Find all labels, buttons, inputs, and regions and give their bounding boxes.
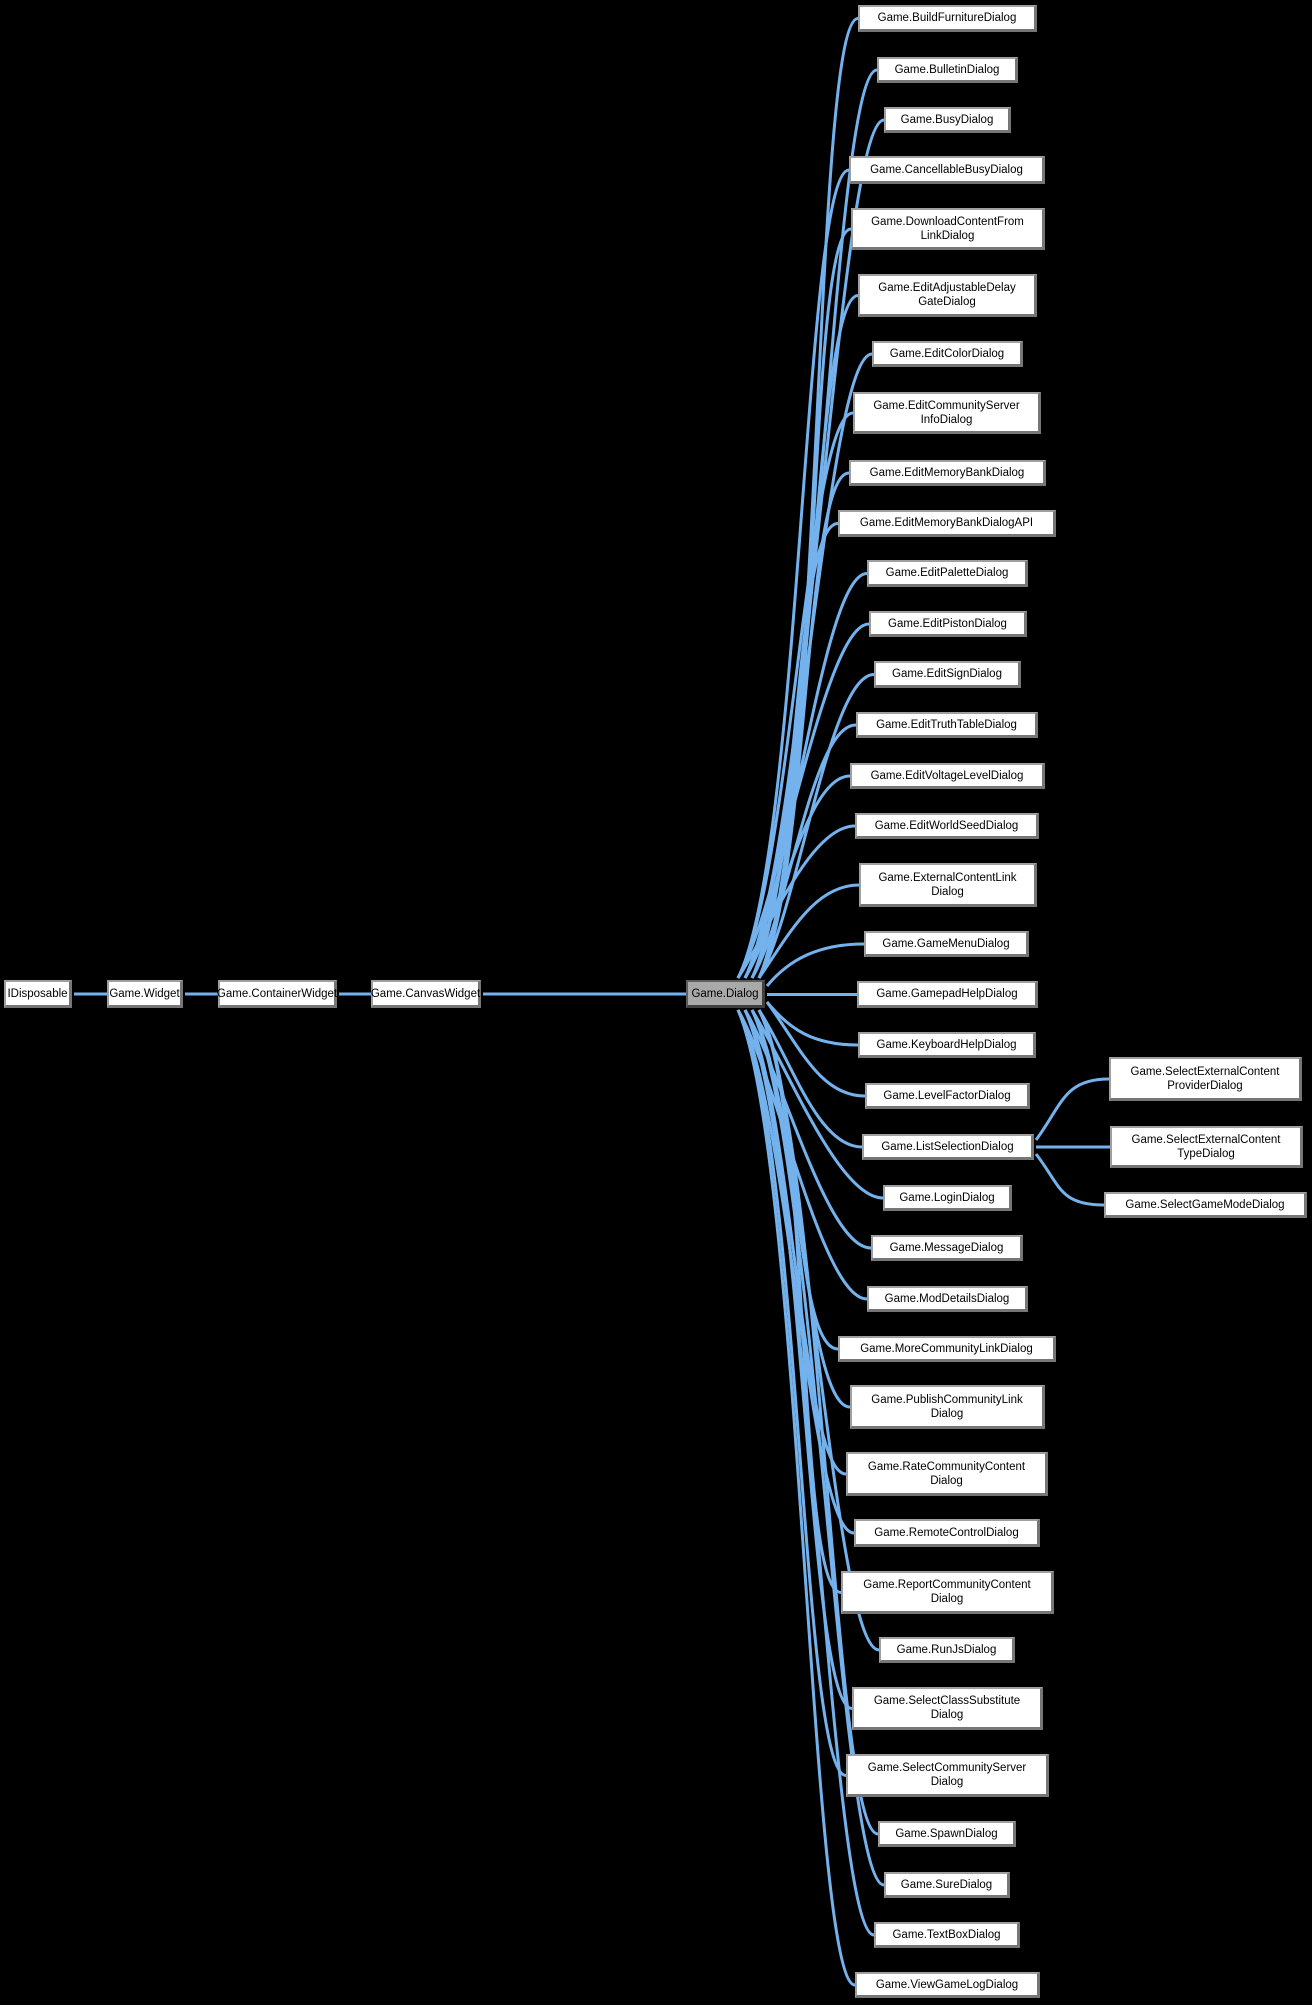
class-node-game-canvaswidget[interactable]: Game.CanvasWidget — [371, 980, 481, 1008]
class-node-game-viewgamelogdialog[interactable]: Game.ViewGameLogDialog — [855, 1972, 1040, 1998]
class-node-game-editcolordialog[interactable]: Game.EditColorDialog — [872, 341, 1023, 367]
class-node-game-buildfurnituredialog[interactable]: Game.BuildFurnitureDialog — [858, 5, 1037, 32]
class-node-game-cancellablebusydialog[interactable]: Game.CancellableBusyDialog — [849, 156, 1045, 184]
class-node-game-selectexternalcontentproviderdialog[interactable]: Game.SelectExternalContent ProviderDialo… — [1109, 1057, 1302, 1101]
class-node-game-morecommunitylinkdialog[interactable]: Game.MoreCommunityLinkDialog — [838, 1336, 1056, 1362]
class-node-game-moddetailsdialog[interactable]: Game.ModDetailsDialog — [867, 1286, 1028, 1312]
class-node-game-dialog: Game.Dialog — [686, 980, 765, 1008]
class-node-game-spawndialog[interactable]: Game.SpawnDialog — [878, 1821, 1016, 1847]
class-node-game-runjsdialog[interactable]: Game.RunJsDialog — [879, 1637, 1015, 1663]
class-node-game-editcommunityserverinfodialog[interactable]: Game.EditCommunityServer InfoDialog — [853, 392, 1041, 434]
class-node-game-editmemorybankdialogapi[interactable]: Game.EditMemoryBankDialogAPI — [838, 510, 1056, 537]
class-node-game-selectclasssubstitutedialog[interactable]: Game.SelectClassSubstitute Dialog — [852, 1687, 1043, 1730]
class-node-game-reportcommunitycontentdialog[interactable]: Game.ReportCommunityContent Dialog — [841, 1571, 1054, 1614]
class-node-game-editvoltageleveldialog[interactable]: Game.EditVoltageLevelDialog — [850, 763, 1045, 789]
class-node-game-editpalettedialog[interactable]: Game.EditPaletteDialog — [867, 560, 1028, 587]
class-node-game-widget[interactable]: Game.Widget — [107, 980, 183, 1008]
class-node-game-suredialog[interactable]: Game.SureDialog — [884, 1872, 1010, 1898]
class-node-game-publishcommunitylinkdialog[interactable]: Game.PublishCommunityLink Dialog — [850, 1385, 1045, 1429]
class-node-game-ratecommunitycontentdialog[interactable]: Game.RateCommunityContent Dialog — [846, 1452, 1048, 1496]
class-node-game-editsigndialog[interactable]: Game.EditSignDialog — [874, 661, 1021, 688]
class-node-game-editadjustabledelaygatedialog[interactable]: Game.EditAdjustableDelay GateDialog — [858, 274, 1037, 317]
class-node-game-editpistondialog[interactable]: Game.EditPistonDialog — [869, 611, 1027, 637]
class-node-game-listselectiondialog[interactable]: Game.ListSelectionDialog — [862, 1134, 1034, 1160]
class-node-game-keyboardhelpdialog[interactable]: Game.KeyboardHelpDialog — [858, 1032, 1036, 1058]
class-node-game-gamepadhelpdialog[interactable]: Game.GamepadHelpDialog — [857, 981, 1038, 1008]
class-node-game-textboxdialog[interactable]: Game.TextBoxDialog — [874, 1922, 1020, 1948]
class-node-game-busydialog[interactable]: Game.BusyDialog — [884, 107, 1011, 133]
class-node-game-externalcontentlinkdialog[interactable]: Game.ExternalContentLink Dialog — [859, 863, 1037, 907]
class-node-idisposable[interactable]: IDisposable — [4, 980, 72, 1008]
class-node-game-containerwidget[interactable]: Game.ContainerWidget — [217, 980, 337, 1008]
class-node-game-editmemorybankdialog[interactable]: Game.EditMemoryBankDialog — [849, 460, 1046, 486]
class-node-game-selectcommunityserverdialog[interactable]: Game.SelectCommunityServer Dialog — [846, 1754, 1049, 1797]
class-node-game-gamemenudialog[interactable]: Game.GameMenuDialog — [864, 931, 1029, 957]
class-node-game-downloadcontentfromlinkdialog[interactable]: Game.DownloadContentFrom LinkDialog — [851, 208, 1045, 250]
class-node-game-edittruthtabledialog[interactable]: Game.EditTruthTableDialog — [856, 712, 1038, 738]
class-node-game-selectgamemodedialog[interactable]: Game.SelectGameModeDialog — [1104, 1192, 1307, 1218]
class-node-game-remotecontroldialog[interactable]: Game.RemoteControlDialog — [854, 1519, 1040, 1547]
class-node-game-messagedialog[interactable]: Game.MessageDialog — [871, 1235, 1023, 1261]
class-node-game-logindialog[interactable]: Game.LoginDialog — [883, 1185, 1012, 1211]
class-node-game-editworldseeddialog[interactable]: Game.EditWorldSeedDialog — [855, 813, 1039, 839]
class-node-game-levelfactordialog[interactable]: Game.LevelFactorDialog — [865, 1083, 1030, 1109]
class-node-game-bulletindialog[interactable]: Game.BulletinDialog — [877, 57, 1018, 83]
class-node-game-selectexternalcontenttypedialog[interactable]: Game.SelectExternalContent TypeDialog — [1110, 1126, 1303, 1168]
